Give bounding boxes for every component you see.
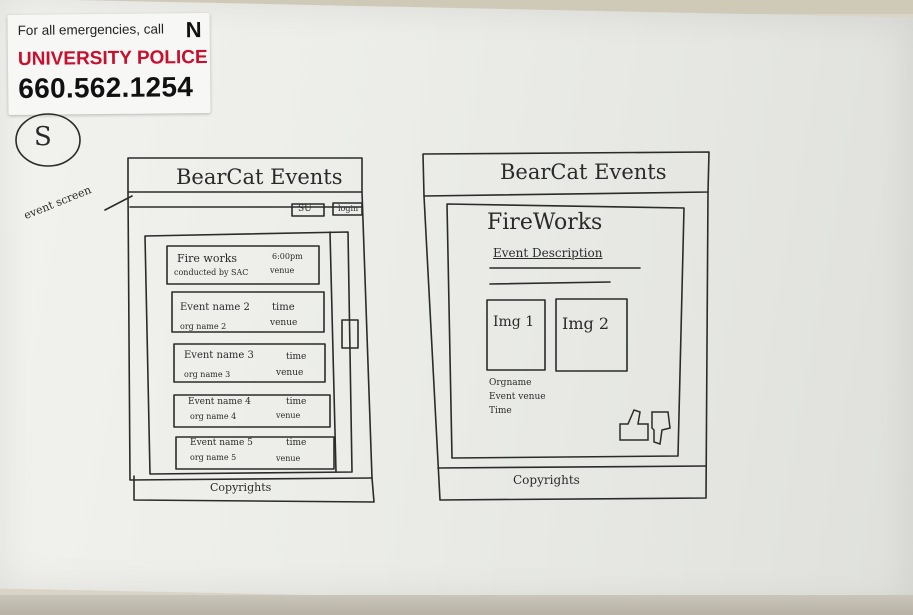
event-org: org name 3 (184, 370, 231, 379)
event-card-box-4 (173, 394, 331, 428)
detail-event-venue: Event venue (489, 392, 546, 402)
event-org: org name 2 (180, 322, 227, 331)
su-button[interactable]: SU (298, 204, 312, 214)
event-time: time (286, 397, 307, 407)
event-org: org name 5 (190, 453, 237, 462)
event-name: Event name 3 (184, 350, 254, 361)
right-footer-copyright: Copyrights (513, 473, 580, 487)
right-app-title: BearCat Events (500, 160, 667, 184)
event-venue: venue (276, 368, 304, 378)
detail-org-name: Orgname (489, 378, 532, 388)
event-description-label: Event Description (493, 246, 603, 260)
event-card-box-2 (171, 291, 325, 333)
event-name: Event name 5 (190, 438, 253, 448)
image-box-2 (555, 298, 628, 372)
image-label-1: Img 1 (493, 314, 535, 330)
login-button-box (332, 202, 363, 216)
event-card-box-3 (173, 343, 326, 383)
event-detail-title: FireWorks (487, 210, 603, 235)
left-footer-copyright: Copyrights (210, 481, 272, 494)
event-time: 6:00pm (272, 252, 303, 261)
event-venue: venue (276, 454, 301, 463)
thumbs-up-icon[interactable] (619, 409, 649, 441)
event-name: Event name 4 (188, 397, 251, 407)
thumbs-down-icon[interactable] (651, 411, 671, 445)
su-button-box (291, 203, 325, 217)
detail-time: Time (489, 406, 512, 416)
event-time: time (272, 302, 295, 313)
event-time: time (286, 352, 307, 362)
event-name: Event name 2 (180, 302, 250, 313)
left-footer-box (133, 475, 375, 503)
event-venue: venue (276, 411, 301, 420)
event-org: conducted by SAC (174, 268, 249, 277)
event-venue: venue (270, 318, 298, 328)
event-org: org name 4 (190, 412, 237, 421)
event-venue: venue (270, 266, 295, 275)
image-box-1 (486, 299, 546, 371)
circled-number: S (34, 122, 52, 152)
image-label-2: Img 2 (562, 314, 609, 333)
marker-tray (0, 595, 913, 615)
left-list-frame (144, 231, 353, 475)
login-button[interactable]: login (338, 204, 359, 213)
left-app-title: BearCat Events (176, 165, 343, 189)
event-card-box-5 (175, 436, 335, 470)
left-header-box (127, 157, 363, 193)
right-content-frame (446, 203, 685, 459)
event-card-box-1 (166, 245, 320, 285)
event-name: Fire works (177, 252, 238, 265)
event-time: time (286, 438, 307, 448)
scrollbar-thumb[interactable] (341, 319, 359, 349)
circle-mark (15, 113, 81, 167)
